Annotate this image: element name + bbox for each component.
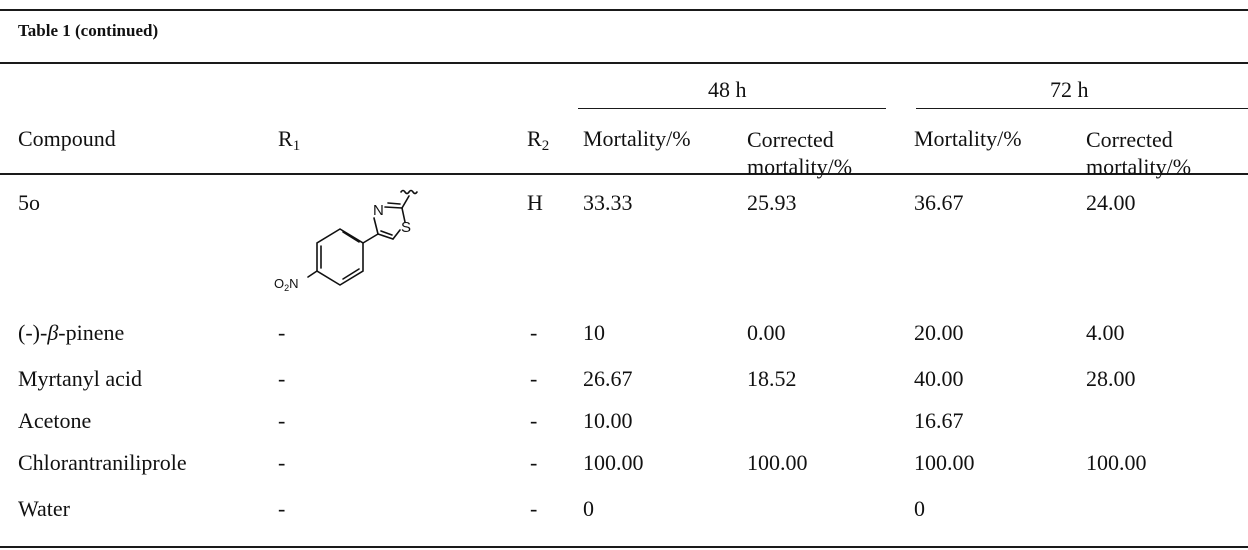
row-compound: Myrtanyl acid [18, 366, 143, 391]
group-rule-48h [578, 108, 886, 109]
row-r2: - [530, 496, 538, 521]
row-mortality-72h: 0 [914, 496, 925, 521]
row-pinene-corrected-72h: 4.00 [1086, 320, 1125, 345]
row-compound: Acetone [18, 408, 92, 433]
row-pinene-mortality-72h: 20.00 [914, 320, 964, 345]
header-rule [0, 173, 1248, 175]
row-5o-corrected-72h: 24.00 [1086, 190, 1136, 215]
thiazole-n-label: N [373, 202, 384, 219]
nitrophenyl-thiazole-structure: N S O2N [274, 189, 418, 293]
top-rule [0, 9, 1248, 11]
row-compound: Water [18, 496, 70, 521]
row-corrected-72h: 28.00 [1086, 366, 1136, 391]
row-mortality-48h: 100.00 [583, 450, 644, 475]
row-5o-compound: 5o [18, 190, 40, 215]
row-corrected-48h: 18.52 [747, 366, 797, 391]
row-r1: - [278, 496, 286, 521]
row-compound: Chlorantraniliprole [18, 450, 187, 475]
group-rule-72h [916, 108, 1248, 109]
bottom-rule [0, 546, 1248, 548]
header-compound: Compound [18, 126, 116, 151]
row-r2: - [530, 366, 538, 391]
row-r1: - [278, 408, 286, 433]
row-r2: - [530, 450, 538, 475]
row-5o-r2: H [527, 190, 543, 215]
row-5o-mortality-48h: 33.33 [583, 190, 633, 215]
row-r1: - [278, 450, 286, 475]
row-pinene-compound: (-)-β-pinene [18, 320, 125, 345]
row-r2: - [530, 408, 538, 433]
row-mortality-72h: 100.00 [914, 450, 975, 475]
row-mortality-72h: 16.67 [914, 408, 964, 433]
row-pinene-r1: - [278, 320, 286, 345]
group-header-48h: 48 h [708, 77, 747, 102]
group-header-72h: 72 h [1050, 77, 1089, 102]
caption-rule [0, 62, 1248, 64]
row-mortality-72h: 40.00 [914, 366, 964, 391]
row-mortality-48h: 26.67 [583, 366, 633, 391]
header-r2: R2 [527, 126, 550, 154]
header-r1: R1 [278, 126, 301, 154]
row-pinene-corrected-48h: 0.00 [747, 320, 786, 345]
row-corrected-48h: 100.00 [747, 450, 808, 475]
table-caption: Table 1 (continued) [18, 21, 159, 40]
row-pinene-r2: - [530, 320, 538, 345]
header-mortality-72h: Mortality/% [914, 126, 1022, 151]
row-r1: - [278, 366, 286, 391]
row-pinene-mortality-48h: 10 [583, 320, 605, 345]
row-mortality-48h: 10.00 [583, 408, 633, 433]
row-mortality-48h: 0 [583, 496, 594, 521]
row-5o-mortality-72h: 36.67 [914, 190, 964, 215]
row-5o-corrected-48h: 25.93 [747, 190, 797, 215]
thiazole-s-label: S [401, 219, 411, 236]
row-corrected-72h: 100.00 [1086, 450, 1147, 475]
nitro-label: O2N [274, 276, 299, 293]
header-mortality-48h: Mortality/% [583, 126, 691, 151]
